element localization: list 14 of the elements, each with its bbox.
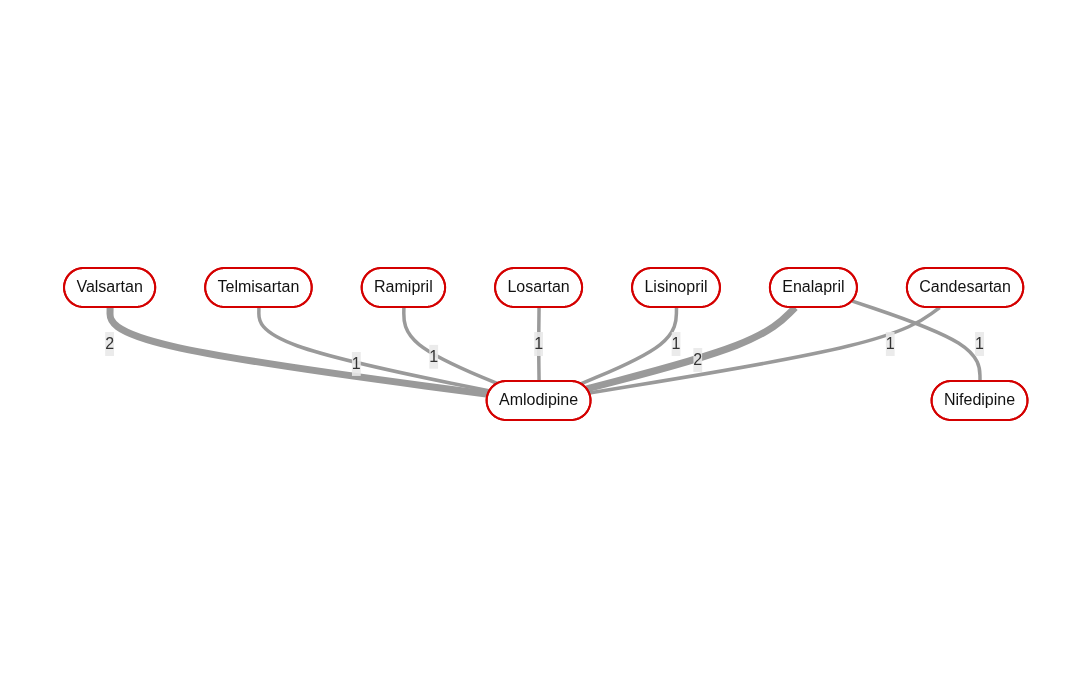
- connector: [402, 306, 499, 385]
- edge-label: 2: [105, 334, 115, 352]
- edge-label: 1: [885, 334, 895, 352]
- connector: [852, 298, 982, 381]
- edge-label: 1: [671, 334, 681, 352]
- edge-label: 1: [975, 334, 985, 352]
- connector: [589, 305, 941, 395]
- connector: [106, 306, 489, 398]
- edge-label: 1: [534, 334, 544, 352]
- edge-label: 1: [429, 347, 439, 365]
- edge-label: 2: [693, 350, 703, 368]
- connector: [257, 306, 491, 393]
- connector: [580, 306, 679, 385]
- edge-label: 1: [352, 354, 361, 372]
